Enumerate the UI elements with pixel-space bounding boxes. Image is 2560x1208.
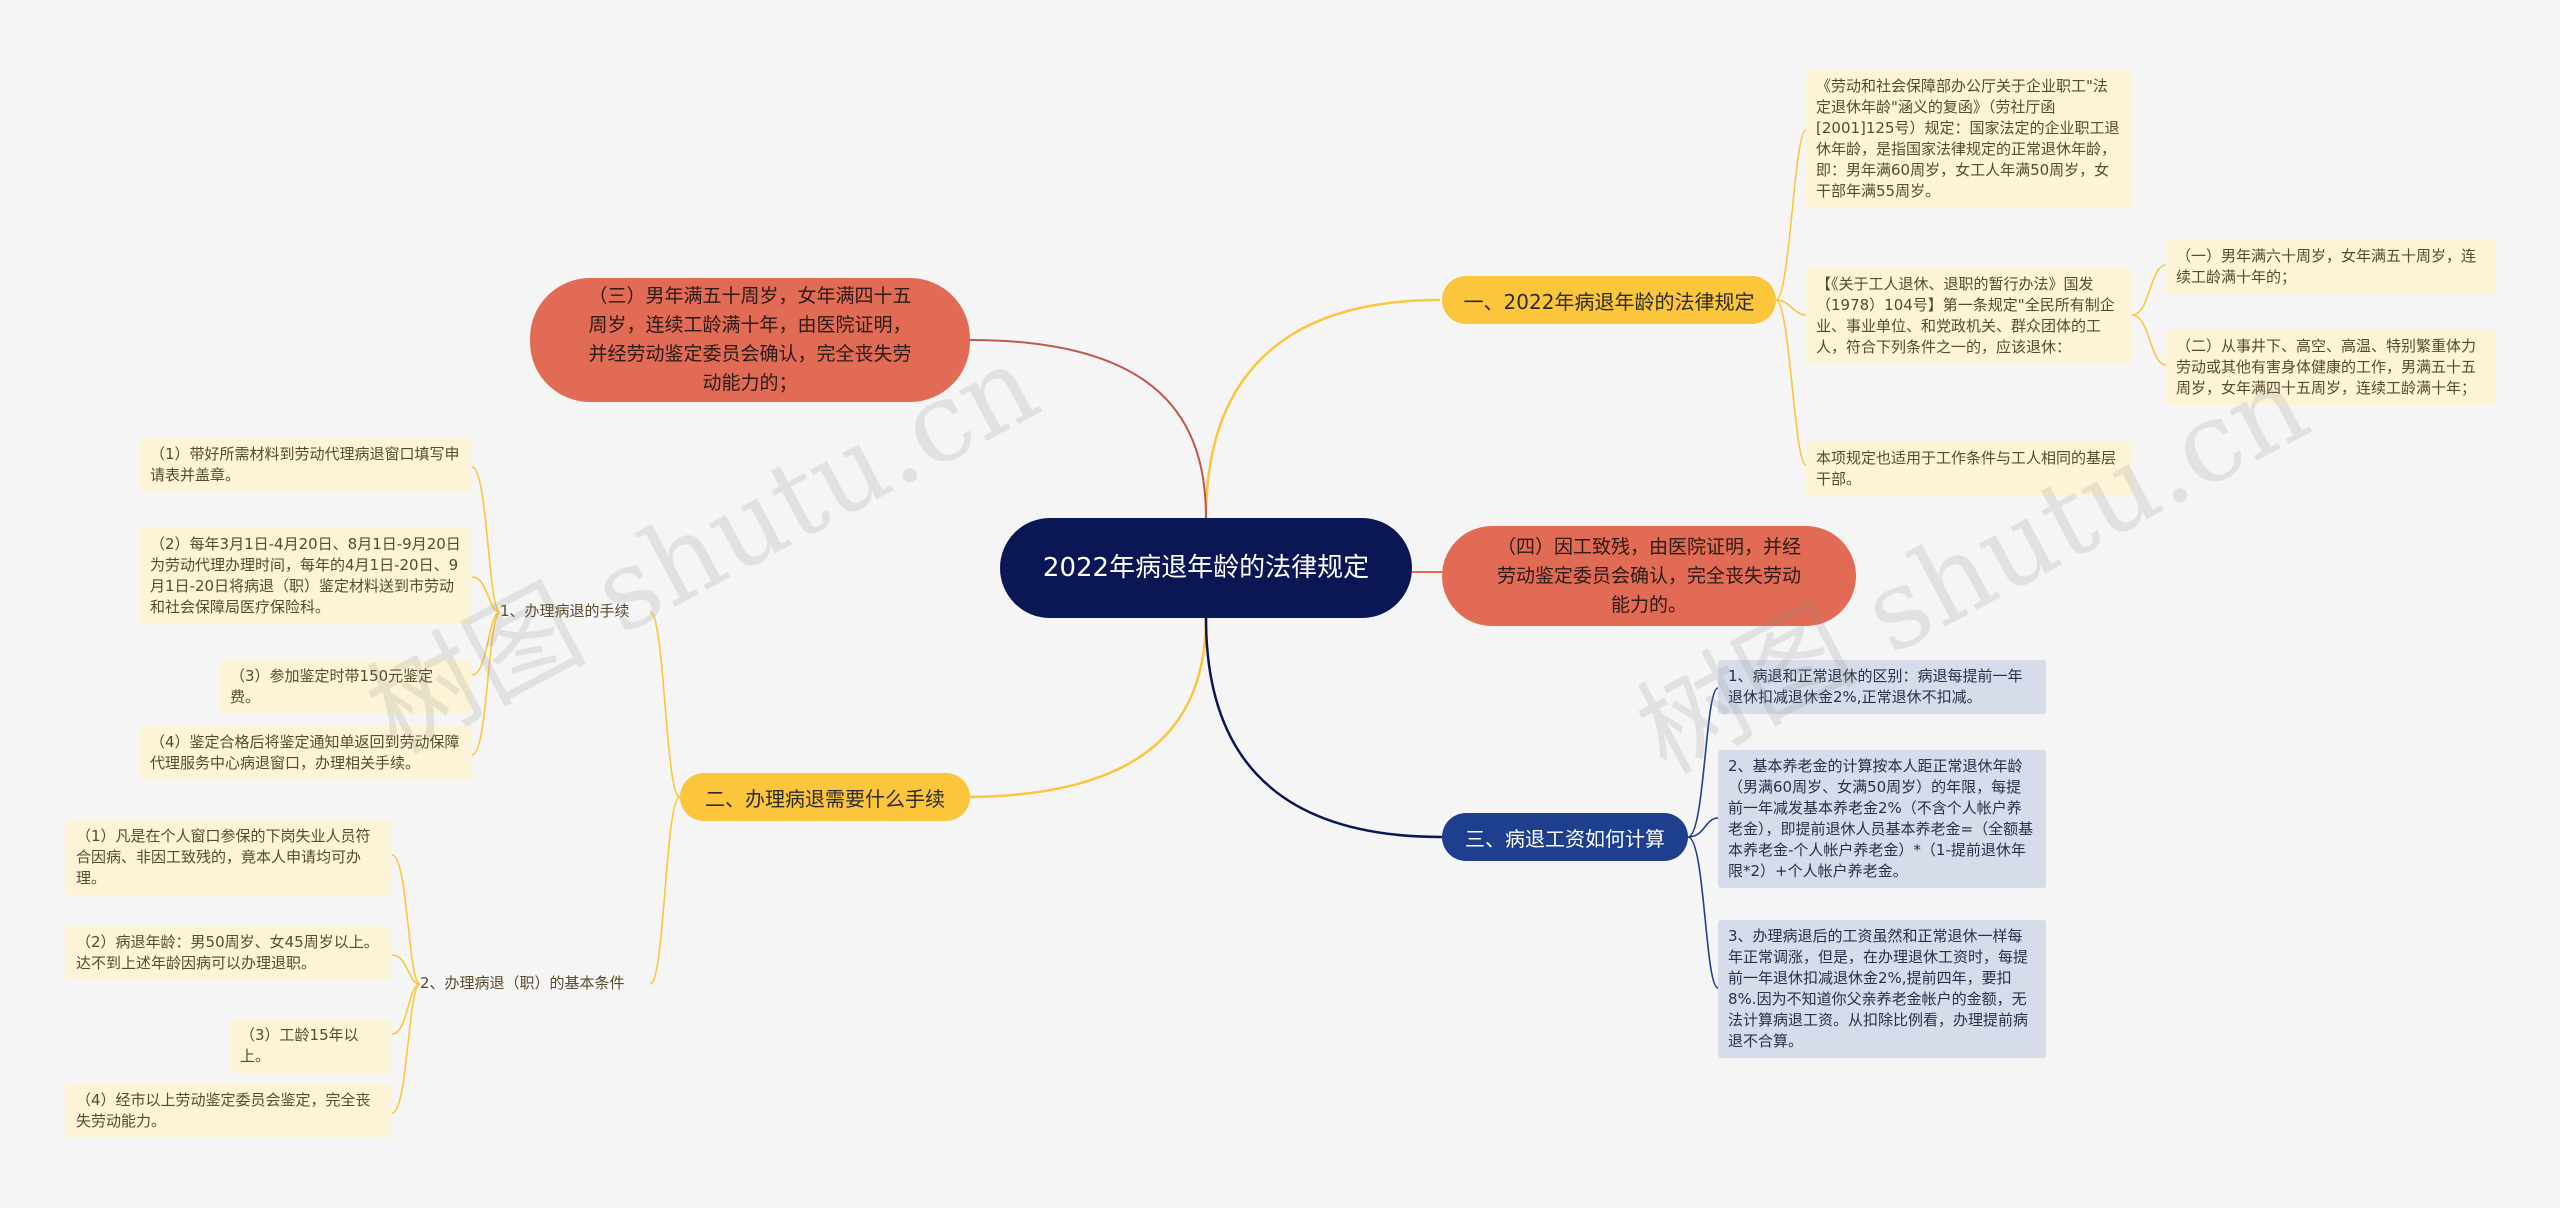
connector-b2-group2	[649, 796, 681, 985]
salary-note-3[interactable]: 3、办理病退后的工资虽然和正常退休一样每年正常调涨，但是，在办理退休工资时，每提…	[1718, 920, 2046, 1058]
branch-legal-provisions[interactable]: 一、2022年病退年龄的法律规定	[1442, 276, 1776, 324]
basic-condition-1[interactable]: （1）凡是在个人窗口参保的下岗失业人员符合因病、非因工致残的，竟本人申请均可办理…	[66, 820, 392, 895]
connector-g1-item2	[471, 576, 501, 613]
connector-b1-note1	[1775, 129, 1807, 301]
condition-3-node[interactable]: （三）男年满五十周岁，女年满四十五周岁，连续工龄满十年，由医院证明，并经劳动鉴定…	[530, 278, 970, 402]
connector-b3-item3	[1687, 836, 1719, 989]
note-condition-2[interactable]: （二）从事井下、高空、高温、特别繁重体力劳动或其他有害身体健康的工作，男满五十五…	[2166, 330, 2496, 405]
note-interim-measures[interactable]: 【《关于工人退休、退职的暂行办法》国发（1978）104号】第一条规定"全民所有…	[1806, 268, 2132, 364]
connector-root-branch3	[1204, 617, 1443, 839]
note-retirement-age-reply[interactable]: 《劳动和社会保障部办公厅关于企业职工"法定退休年龄"涵义的复函》（劳社厅函[20…	[1806, 70, 2132, 208]
salary-note-1[interactable]: 1、病退和正常退休的区别：病退每提前一年退休扣减退休金2%,正常退休不扣减。	[1718, 660, 2046, 714]
group-basic-conditions[interactable]: 2、办理病退（职）的基本条件	[420, 974, 625, 992]
procedure-step-3[interactable]: （3）参加鉴定时带150元鉴定费。	[220, 660, 472, 714]
basic-condition-4[interactable]: （4）经市以上劳动鉴定委员会鉴定，完全丧失劳动能力。	[66, 1084, 392, 1138]
group-procedure-steps[interactable]: 1、办理病退的手续	[500, 602, 630, 620]
connector-b2-group1	[649, 611, 681, 798]
basic-condition-3[interactable]: （3）工龄15年以上。	[230, 1019, 392, 1073]
connector-b3-item2	[1687, 817, 1719, 838]
connector-root-red-left	[969, 339, 1207, 519]
connector-b3-item1	[1687, 687, 1719, 838]
connector-g2-item3	[391, 983, 421, 1035]
basic-condition-2[interactable]: （2）病退年龄：男50周岁、女45周岁以上。达不到上述年龄因病可以办理退职。	[66, 926, 392, 980]
connector-g1-item1	[471, 466, 501, 613]
connector-g2-item1	[391, 854, 421, 985]
connector-root-branch1	[1204, 298, 1441, 519]
branch-salary-calculation[interactable]: 三、病退工资如何计算	[1442, 813, 1688, 861]
connector-note2-sub2	[2131, 314, 2167, 366]
root-topic[interactable]: 2022年病退年龄的法律规定	[1000, 518, 1412, 618]
salary-note-2[interactable]: 2、基本养老金的计算按本人距正常退休年龄（男满60周岁、女满50周岁）的年限，每…	[1718, 750, 2046, 888]
connector-note2-sub1	[2131, 264, 2167, 316]
note-condition-1[interactable]: （一）男年满六十周岁，女年满五十周岁，连续工龄满十年的；	[2166, 240, 2496, 294]
connector-g1-item4	[471, 611, 501, 756]
connector-g1-item3	[471, 611, 501, 676]
procedure-step-1[interactable]: （1）带好所需材料到劳动代理病退窗口填写申请表并盖章。	[140, 438, 472, 492]
connector-b1-note3	[1775, 299, 1807, 466]
note-also-applies[interactable]: 本项规定也适用于工作条件与工人相同的基层干部。	[1806, 442, 2132, 496]
condition-4-node[interactable]: （四）因工致残，由医院证明，并经劳动鉴定委员会确认，完全丧失劳动能力的。	[1442, 526, 1856, 626]
procedure-step-4[interactable]: （4）鉴定合格后将鉴定通知单返回到劳动保障代理服务中心病退窗口，办理相关手续。	[140, 726, 472, 780]
connector-g2-item4	[391, 983, 421, 1114]
procedure-step-2[interactable]: （2）每年3月1日-4月20日、8月1日-9月20日为劳动代理办理时间，每年的4…	[140, 528, 472, 624]
connector-g2-item2	[391, 954, 421, 985]
connector-root-branch2	[969, 617, 1208, 799]
connector-b1-note2	[1775, 299, 1807, 316]
branch-procedures[interactable]: 二、办理病退需要什么手续	[680, 773, 970, 821]
